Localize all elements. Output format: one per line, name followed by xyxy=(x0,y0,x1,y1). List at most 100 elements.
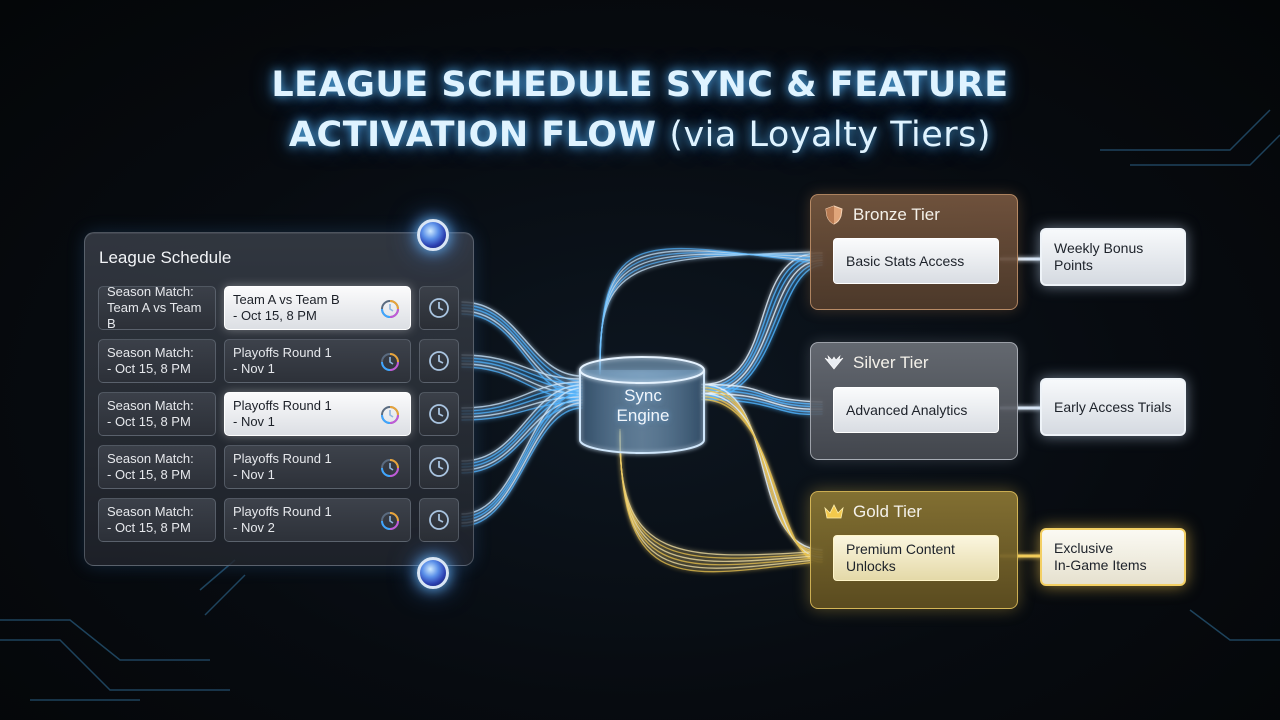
tier-name: Silver Tier xyxy=(853,353,929,372)
flow-line xyxy=(599,247,813,375)
flow-line xyxy=(461,381,583,409)
cell-line-1: Season Match: xyxy=(107,345,194,360)
title-line-2: ACTIVATION FLOW (via Loyalty Tiers) xyxy=(0,110,1280,160)
cell-line-1: Season Match: xyxy=(107,398,194,413)
reward-line-2: Points xyxy=(1054,257,1093,273)
cell-line-2: - Oct 15, 8 PM xyxy=(107,467,191,482)
flow-line xyxy=(701,398,823,563)
countdown-timer-icon xyxy=(380,299,400,319)
cell-line-1: Playoffs Round 1 xyxy=(233,398,332,413)
flow-line xyxy=(701,392,823,558)
tier-name: Bronze Tier xyxy=(853,205,940,224)
flow-line xyxy=(701,257,823,392)
cell-line-2: - Nov 1 xyxy=(233,467,275,482)
cell-line-1: Playoffs Round 1 xyxy=(233,504,332,519)
feature-advanced-analytics[interactable]: Advanced Analytics xyxy=(833,387,999,433)
gold-tier-card[interactable]: Gold Tier Premium Content Unlocks xyxy=(810,491,1018,609)
cell-line-2: - Nov 2 xyxy=(233,520,275,535)
schedule-match-cell[interactable]: Playoffs Round 1- Nov 1 xyxy=(224,445,411,489)
flow-line xyxy=(701,386,823,554)
flow-line xyxy=(701,264,823,401)
cell-line-2: - Nov 1 xyxy=(233,414,275,429)
flow-line xyxy=(461,301,583,377)
reward-exclusive-items[interactable]: Exclusive In-Game Items xyxy=(1040,528,1186,586)
tier-name: Gold Tier xyxy=(853,502,922,521)
page-title: LEAGUE SCHEDULE SYNC & FEATURE ACTIVATIO… xyxy=(0,60,1280,160)
flow-line xyxy=(461,402,583,524)
cell-line-2: - Oct 15, 8 PM xyxy=(233,308,317,323)
schedule-match-cell[interactable]: Playoffs Round 1- Nov 1 xyxy=(224,339,411,383)
cell-line-1: Playoffs Round 1 xyxy=(233,345,332,360)
flow-line xyxy=(701,252,823,386)
engine-label-line-1: Sync xyxy=(624,386,662,405)
flow-line xyxy=(599,251,813,361)
flow-line xyxy=(701,259,823,395)
reward-line-1: Weekly Bonus xyxy=(1054,240,1144,256)
countdown-timer-icon xyxy=(380,511,400,531)
countdown-timer-icon xyxy=(380,405,400,425)
crown-icon xyxy=(824,504,844,519)
cell-line-2: - Nov 1 xyxy=(233,361,275,376)
schedule-season-cell[interactable]: Season Match:- Oct 15, 8 PM xyxy=(98,445,216,489)
feature-line-1: Premium Content xyxy=(846,541,955,557)
flow-line xyxy=(701,395,823,561)
reward-weekly-bonus[interactable]: Weekly Bonus Points xyxy=(1040,228,1186,286)
flow-line xyxy=(701,383,823,403)
clock-icon[interactable] xyxy=(419,445,459,489)
schedule-panel-title: League Schedule xyxy=(99,248,232,267)
schedule-season-cell[interactable]: Season Match:- Oct 15, 8 PM xyxy=(98,339,216,383)
reward-line-2: In-Game Items xyxy=(1054,557,1147,573)
flow-line xyxy=(461,354,583,380)
title-line-1: LEAGUE SCHEDULE SYNC & FEATURE xyxy=(271,65,1009,105)
circuit-decoration xyxy=(0,109,1280,701)
flow-line xyxy=(701,386,823,406)
schedule-match-cell[interactable]: Team A vs Team B- Oct 15, 8 PM xyxy=(224,286,411,330)
feature-premium-content[interactable]: Premium Content Unlocks xyxy=(833,535,999,581)
flow-line xyxy=(619,435,813,563)
schedule-match-cell[interactable]: Playoffs Round 1- Nov 2 xyxy=(224,498,411,542)
cell-line-2: - Oct 15, 8 PM xyxy=(107,361,191,376)
flow-line xyxy=(701,389,823,556)
clock-icon[interactable] xyxy=(419,392,459,436)
flow-line xyxy=(461,310,583,392)
clock-icon[interactable] xyxy=(419,286,459,330)
cell-line-1: Season Match: xyxy=(107,284,194,299)
flow-line xyxy=(619,439,813,556)
wings-icon xyxy=(824,355,844,370)
flow-line xyxy=(619,428,813,573)
cell-line-1: Season Match: xyxy=(107,451,194,466)
silver-tier-card[interactable]: Silver Tier Advanced Analytics xyxy=(810,342,1018,460)
title-line-2-suffix: (via Loyalty Tiers) xyxy=(669,115,992,155)
flow-line xyxy=(701,254,823,389)
clock-icon[interactable] xyxy=(419,339,459,383)
countdown-timer-icon xyxy=(380,352,400,372)
sync-orb-icon xyxy=(417,219,449,251)
schedule-match-cell[interactable]: Playoffs Round 1- Nov 1 xyxy=(224,392,411,436)
countdown-timer-icon xyxy=(380,458,400,478)
flow-line xyxy=(599,252,813,370)
bronze-tier-card[interactable]: Bronze Tier Basic Stats Access xyxy=(810,194,1018,310)
flow-line xyxy=(461,397,583,521)
flow-line xyxy=(701,383,823,551)
flow-line xyxy=(461,401,583,421)
schedule-season-cell[interactable]: Season Match:- Oct 15, 8 PM xyxy=(98,498,216,542)
sync-engine-cylinder xyxy=(579,356,705,454)
flow-line xyxy=(461,384,583,462)
flow-line xyxy=(701,398,823,416)
title-line-2-main: ACTIVATION FLOW xyxy=(288,115,657,155)
schedule-season-cell[interactable]: Season Match:- Oct 15, 8 PM xyxy=(98,392,216,436)
cell-line-1: Playoffs Round 1 xyxy=(233,451,332,466)
schedule-flow-lines xyxy=(461,301,583,527)
clock-icon[interactable] xyxy=(419,498,459,542)
feature-basic-stats[interactable]: Basic Stats Access xyxy=(833,238,999,284)
flow-line xyxy=(461,387,583,515)
cell-line-2: - Oct 15, 8 PM xyxy=(107,520,191,535)
reward-early-access[interactable]: Early Access Trials xyxy=(1040,378,1186,436)
tier-flow-lines xyxy=(599,247,823,573)
flow-line xyxy=(701,261,823,398)
schedule-season-cell[interactable]: Season Match:Team A vs Team B xyxy=(98,284,216,331)
shield-icon xyxy=(825,205,843,225)
cell-line-2: - Oct 15, 8 PM xyxy=(107,414,191,429)
feature-line-2: Unlocks xyxy=(846,558,896,574)
